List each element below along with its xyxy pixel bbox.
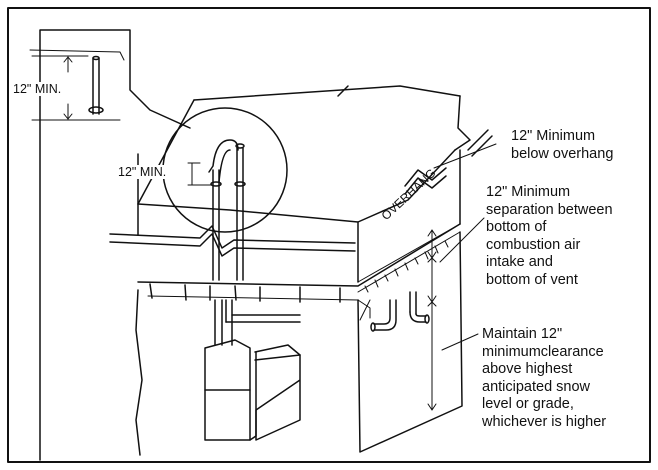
- soffit-strip: [149, 283, 341, 303]
- furnace-unit: [204, 299, 301, 441]
- wall-dimensions: [427, 229, 437, 411]
- brick-band: [357, 223, 461, 321]
- roof-vent-pipes: [208, 139, 246, 281]
- break-lines: [109, 225, 356, 257]
- house-drawing: [109, 85, 493, 456]
- note-overhang: 12" Minimum below overhang: [511, 128, 614, 162]
- detail-magnifier: [29, 29, 288, 461]
- note-separation: 12" Minimum separation between bottom of…: [486, 184, 613, 288]
- wall-vent-pipes: [370, 291, 430, 332]
- leader-lines: [433, 143, 497, 351]
- wall-min-label: 12" MIN.: [118, 165, 167, 179]
- detail-min-label: 12" MIN.: [13, 82, 62, 96]
- right-wall: [357, 231, 463, 453]
- roof-top: [193, 85, 461, 101]
- detail-circle: [162, 107, 288, 233]
- figure-border: [7, 7, 651, 463]
- note-snow: Maintain 12" minimumclearance above high…: [482, 326, 607, 430]
- water-heater: [254, 354, 301, 441]
